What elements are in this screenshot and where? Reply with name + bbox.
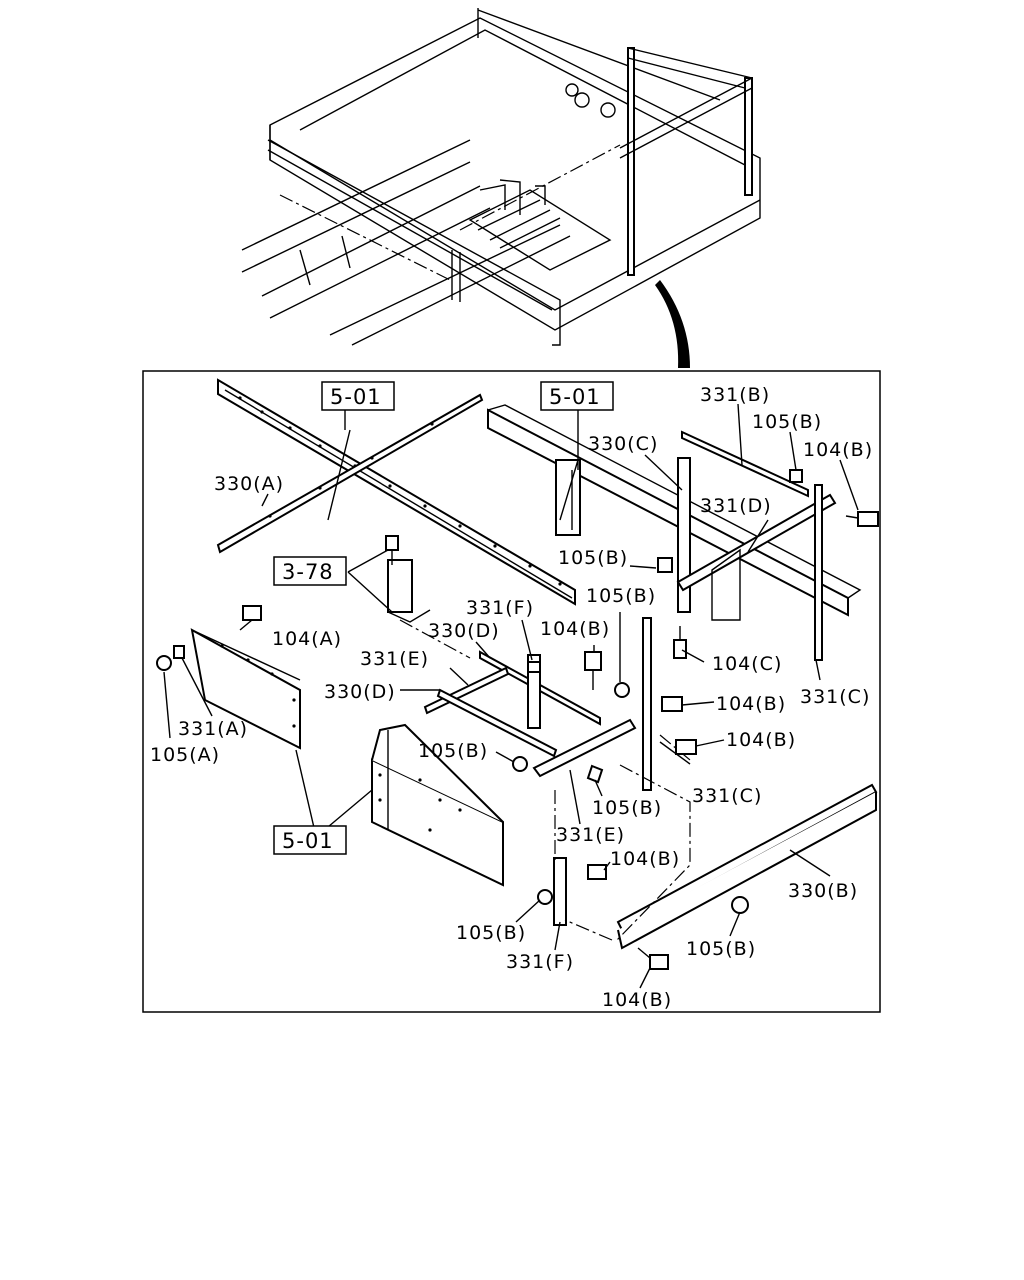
- callout-331A: 331(A): [178, 718, 248, 740]
- rail-330B: [616, 783, 878, 950]
- callout-105B-left: 105(B): [418, 740, 488, 762]
- reference-box-3-78: 3-78: [273, 556, 347, 586]
- callout-331B-top: 331(B): [700, 384, 770, 406]
- callout-331E-lower: 331(E): [556, 824, 625, 846]
- callout-105B-top: 105(B): [752, 411, 822, 433]
- callout-105B-right: 105(B): [586, 585, 656, 607]
- reference-box-5-01-mid: 5-01: [540, 381, 614, 411]
- callout-331E-upper: 331(E): [360, 648, 429, 670]
- center-cross-members: [423, 617, 652, 926]
- bracket-3-78: [385, 535, 431, 623]
- svg-text:3-78: 3-78: [282, 560, 334, 584]
- callout-331C-right: 331(C): [800, 686, 870, 708]
- callout-331F-low: 331(F): [506, 951, 574, 973]
- callout-105A: 105(A): [150, 744, 220, 766]
- callout-105B-br: 105(B): [686, 938, 756, 960]
- part-callouts: 331(B) 105(B) 104(B) 330(C) 331(D) 330(A…: [150, 384, 873, 1011]
- lower-box-member: [371, 723, 504, 887]
- left-plate: [156, 605, 301, 750]
- callout-104C: 104(C): [712, 653, 782, 675]
- callout-104A: 104(A): [272, 628, 342, 650]
- callout-330D-lower: 330(D): [324, 681, 396, 703]
- callout-330B: 330(B): [788, 880, 858, 902]
- callout-104B-r1: 104(B): [716, 693, 786, 715]
- assembly-lines: [295, 619, 691, 941]
- reference-box-5-01-bottom: 5-01: [273, 825, 347, 855]
- callout-104B-bottom: 104(B): [602, 989, 672, 1011]
- callout-105B-bl: 105(B): [456, 922, 526, 944]
- svg-text:5-01: 5-01: [549, 385, 601, 409]
- callout-105B-mid: 105(B): [558, 547, 628, 569]
- callout-104B-top: 104(B): [803, 439, 873, 461]
- chassis-overview: [241, 8, 761, 368]
- detail-frame: [142, 370, 881, 1013]
- svg-text:5-01: 5-01: [330, 385, 382, 409]
- leader-lines: [163, 403, 859, 989]
- callout-331F-mid: 331(F): [466, 597, 534, 619]
- callout-105B-center: 105(B): [592, 797, 662, 819]
- svg-text:5-01: 5-01: [282, 829, 334, 853]
- upper-left-rails: [216, 378, 576, 606]
- callout-331C-mid: 331(C): [692, 785, 762, 807]
- callout-330D-upper: 330(D): [428, 620, 500, 642]
- callout-331D: 331(D): [700, 495, 772, 517]
- callout-330C: 330(C): [588, 433, 658, 455]
- callout-104B-mid: 104(B): [540, 618, 610, 640]
- reference-box-5-01-left: 5-01: [321, 381, 395, 411]
- callout-104B-low: 104(B): [610, 848, 680, 870]
- fasteners: [512, 469, 879, 970]
- callout-104B-r2: 104(B): [726, 729, 796, 751]
- callout-330A: 330(A): [214, 473, 284, 495]
